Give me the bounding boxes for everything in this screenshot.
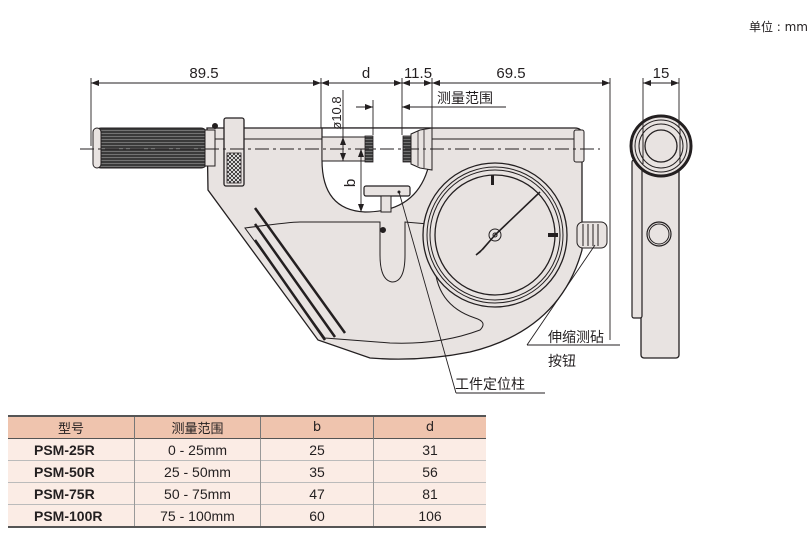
dial-needle xyxy=(494,191,541,236)
cell-b: 35 xyxy=(260,460,374,483)
table-header-row: 型号 测量范围 b d xyxy=(8,416,486,439)
cell-b: 25 xyxy=(260,438,374,461)
dim-b: b xyxy=(342,179,359,187)
workpiece-stop xyxy=(363,185,411,213)
cell-range: 0 - 25mm xyxy=(134,438,261,461)
side-view xyxy=(629,114,693,359)
dim-spindle-diameter: ø10.8 xyxy=(329,96,344,129)
cell-b: 60 xyxy=(260,504,374,527)
header-d: d xyxy=(373,416,486,439)
callout-measuring-range: 测量范围 xyxy=(437,90,493,107)
table-row: PSM-75R 50 - 75mm 47 81 xyxy=(8,482,486,505)
cell-model: PSM-50R xyxy=(8,460,135,483)
callout-workpiece-stop: 工件定位柱 xyxy=(455,377,525,393)
cell-d: 106 xyxy=(373,504,486,527)
callout-retract-button-line2: 按钮 xyxy=(548,354,576,370)
cell-d: 81 xyxy=(373,482,486,505)
clamp-lock xyxy=(212,117,245,187)
table-row: PSM-25R 0 - 25mm 25 31 xyxy=(8,438,486,461)
cell-d: 56 xyxy=(373,460,486,483)
unit-label: 单位 : mm xyxy=(748,20,808,34)
cell-range: 50 - 75mm xyxy=(134,482,261,505)
cell-model: PSM-25R xyxy=(8,438,135,461)
table-row: PSM-100R 75 - 100mm 60 106 xyxy=(8,504,486,527)
end-cap xyxy=(573,129,585,163)
dim-anvil-gap: 11.5 xyxy=(404,65,432,82)
header-model: 型号 xyxy=(8,416,135,439)
dimension-lines xyxy=(90,78,680,394)
cell-model: PSM-75R xyxy=(8,482,135,505)
cell-range: 75 - 100mm xyxy=(134,504,261,527)
cell-range: 25 - 50mm xyxy=(134,460,261,483)
cell-model: PSM-100R xyxy=(8,504,135,527)
dim-right-body: 69.5 xyxy=(496,65,525,82)
cell-b: 47 xyxy=(260,482,374,505)
header-range: 测量范围 xyxy=(134,416,261,439)
table-row: PSM-50R 25 - 50mm 35 56 xyxy=(8,460,486,483)
micrometer-drawing: 89.5 d 11.5 69.5 15 ø10.8 b 测量范围 伸缩测砧 按钮… xyxy=(80,65,693,394)
retract-button xyxy=(576,221,608,249)
ratchet-grip xyxy=(92,127,216,169)
dim-d: d xyxy=(362,65,370,82)
cell-d: 31 xyxy=(373,438,486,461)
dim-overall-left: 89.5 xyxy=(189,65,218,82)
dial-indicator xyxy=(422,162,568,308)
callout-retract-button-line1: 伸缩测砧 xyxy=(548,330,604,346)
spec-table: 型号 测量范围 b d PSM-25R 0 - 25mm 25 31 PSM-5… xyxy=(8,415,486,528)
dim-side-width: 15 xyxy=(653,65,670,82)
header-b: b xyxy=(260,416,374,439)
